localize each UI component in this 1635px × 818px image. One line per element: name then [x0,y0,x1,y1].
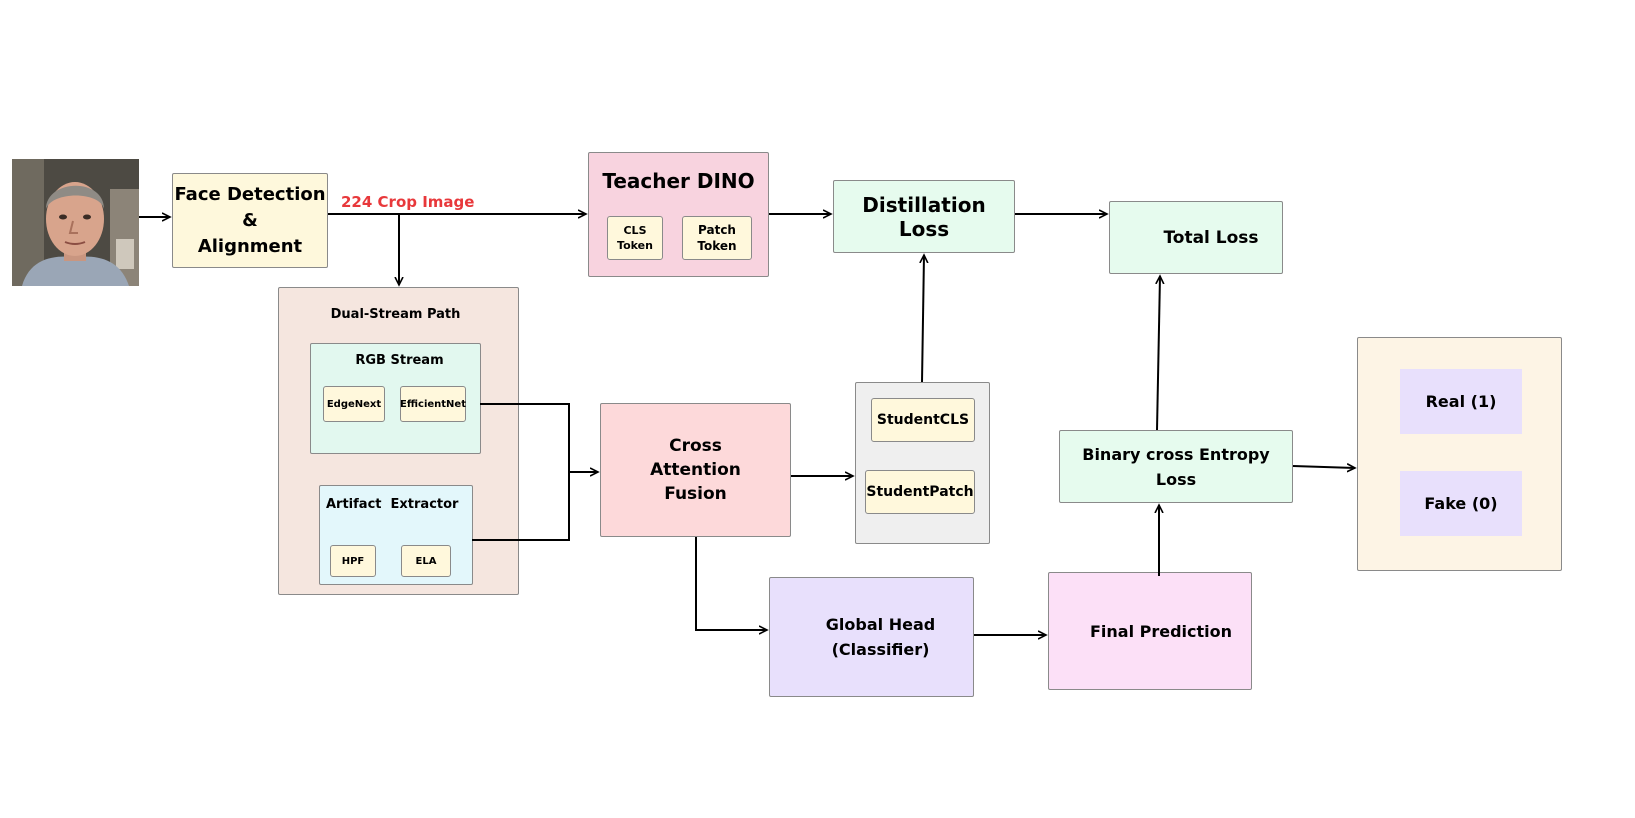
face-detection-box: Face Detection & Alignment [172,173,328,268]
final-prediction-label: Final Prediction [1089,621,1233,641]
student-patch: StudentPatch [865,470,975,514]
fake-output-label: Fake (0) [1400,471,1522,536]
dual-stream-title: Dual-Stream Path [330,307,461,322]
real-output-label: Real (1) [1400,369,1522,434]
edgenext-model: EdgeNext [323,386,385,422]
efficientnet-model: EfficientNet [400,386,466,422]
total-loss-label: Total Loss [1163,227,1259,248]
distillation-loss-box: Distillation Loss [833,180,1015,253]
total-loss-box: Total Loss [1109,201,1283,274]
artifact-extractor-title: Artifact Extractor [326,497,459,512]
arrow-student-to-distillation [922,255,924,383]
dual-stream-path-box: Dual-Stream Path RGB Stream EdgeNext Eff… [278,287,519,595]
rgb-stream-title: RGB Stream [355,353,444,368]
teacher-cls-token: CLS Token [607,216,663,260]
output-group-box: Real (1) Fake (0) [1357,337,1562,571]
final-prediction-box: Final Prediction [1048,572,1252,690]
rgb-stream-box: RGB Stream EdgeNext EfficientNet [310,343,481,454]
face-photo-icon [12,159,139,286]
global-head-box: Global Head (Classifier) [769,577,974,697]
arrow-fusion-to-global-head [695,537,767,630]
arrow-bce-to-total [1157,276,1160,431]
cross-attention-fusion-box: Cross Attention Fusion [600,403,791,537]
teacher-dino-title: Teacher DINO [602,169,755,193]
hpf-filter: HPF [330,545,376,577]
student-group-box: StudentCLS StudentPatch [855,382,990,544]
cross-attention-fusion-label: Cross Attention Fusion [650,436,741,504]
global-head-label: Global Head (Classifier) [825,615,936,659]
distillation-loss-label: Distillation Loss [862,192,986,241]
artifact-extractor-box: Artifact Extractor HPF ELA [319,485,473,585]
teacher-dino-box: Teacher DINO CLS Token Patch Token [588,152,769,277]
real-output-text: Real (1) [1425,392,1497,411]
fake-output-text: Fake (0) [1424,494,1498,513]
teacher-patch-token: Patch Token [682,216,752,260]
bce-loss-box: Binary cross Entropy Loss [1059,430,1293,503]
arrow-bce-to-outputs [1292,466,1355,468]
crop-image-label: 224 Crop Image [341,193,475,211]
face-detection-label: Face Detection & Alignment [174,183,326,257]
input-face-photo [12,159,139,286]
student-cls: StudentCLS [871,398,975,442]
ela-filter: ELA [401,545,451,577]
bce-loss-label: Binary cross Entropy Loss [1082,444,1270,489]
